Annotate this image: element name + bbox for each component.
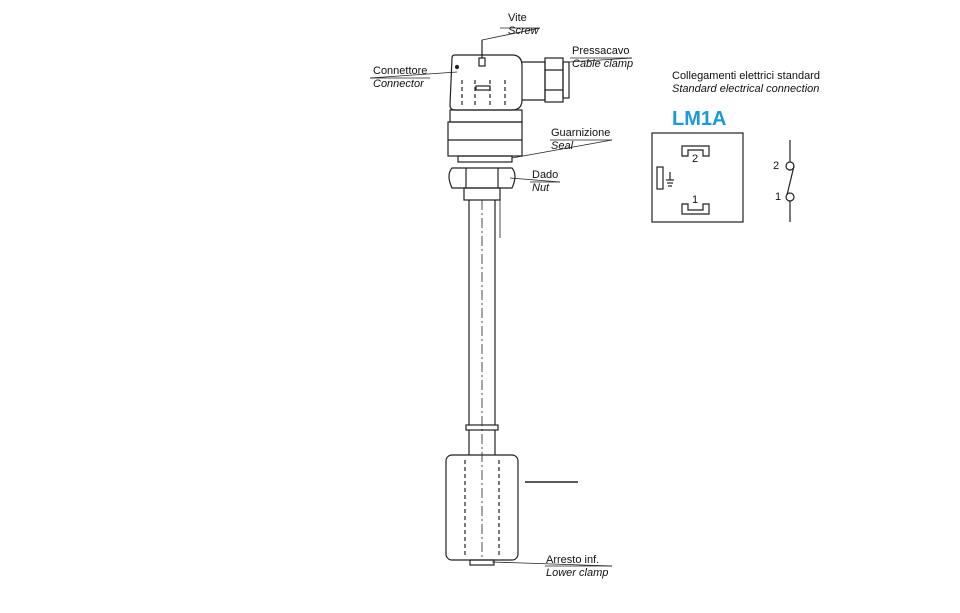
label-lower-clamp-en: Lower clamp [546, 567, 609, 579]
label-connector-en: Connector [373, 78, 424, 90]
label-cable-clamp: Pressacavo Cable clamp [572, 45, 633, 71]
screw [478, 57, 486, 67]
switch-terminal-2-label: 2 [773, 160, 780, 172]
label-seal-it: Guarnizione [551, 127, 611, 139]
label-seal-en: Seal [551, 140, 574, 152]
label-nut: Dado Nut [532, 169, 558, 195]
connector-body [449, 54, 523, 111]
label-screw: Vite Screw [508, 12, 539, 38]
label-seal: Guarnizione Seal [551, 127, 610, 153]
switch-terminal-1-label: 1 [775, 191, 782, 203]
label-nut-en: Nut [532, 182, 550, 194]
label-lower-clamp-it: Arresto inf. [546, 554, 600, 566]
label-screw-it: Vite [508, 12, 527, 24]
connection-heading-en: Standard electrical connection [672, 83, 820, 95]
label-screw-en: Screw [508, 25, 539, 37]
label-lower-clamp: Arresto inf. Lower clamp [546, 554, 608, 580]
label-connector-it: Connettore [373, 65, 428, 77]
connector-face-diagram [651, 132, 744, 223]
nut [448, 167, 516, 189]
cable-clamp [522, 61, 546, 101]
switch-symbol [785, 140, 795, 222]
label-cable-clamp-en: Cable clamp [572, 58, 634, 70]
connection-heading: Collegamenti elettrici standard Standard… [672, 70, 820, 96]
pin-2-label: 2 [692, 153, 699, 165]
label-connector: Connettore Connector [373, 65, 427, 91]
label-nut-it: Dado [532, 169, 559, 181]
seal [457, 155, 513, 163]
connection-heading-it: Collegamenti elettrici standard [672, 70, 820, 82]
label-cable-clamp-it: Pressacavo [572, 45, 630, 57]
lower-clamp [469, 559, 495, 566]
pin-1-label: 1 [692, 194, 699, 206]
model-title: LM1A [672, 108, 727, 130]
